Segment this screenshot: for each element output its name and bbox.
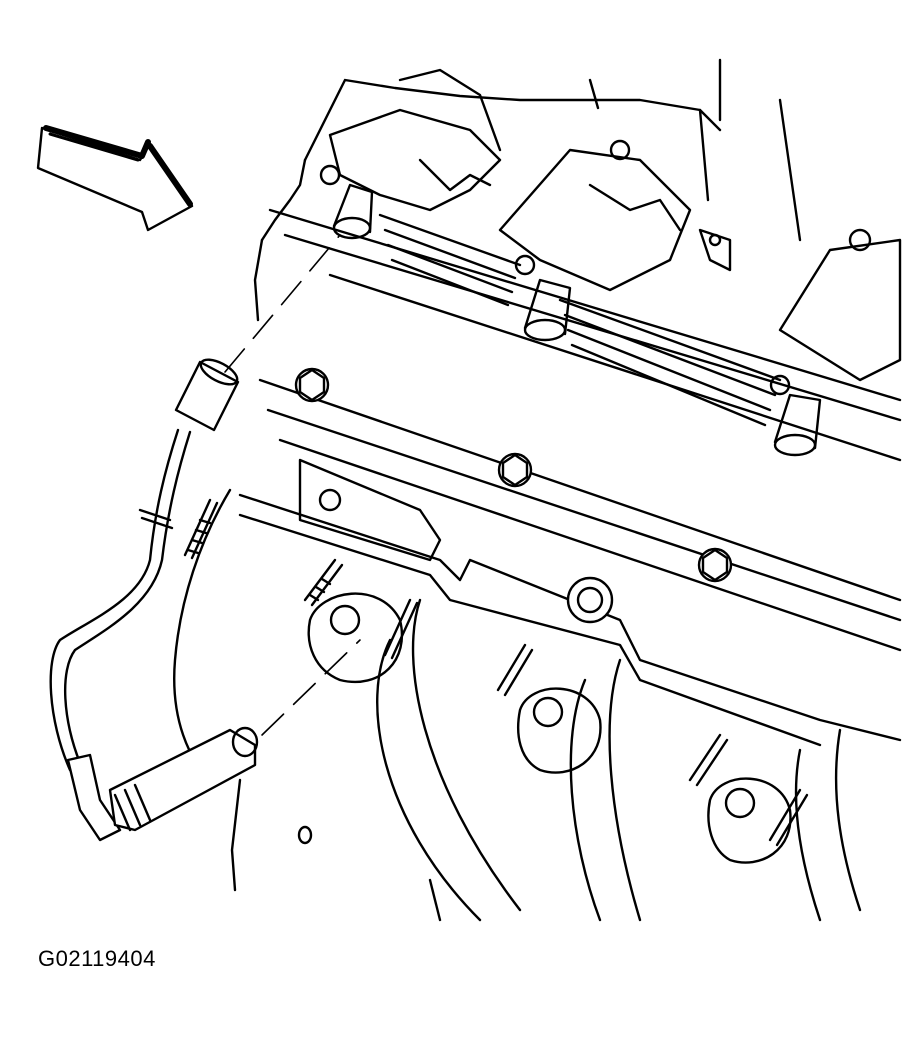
spark-plug-wire [49,358,259,842]
head-bolt [294,367,330,403]
ignition-coil-2 [498,139,732,342]
view-direction-arrow-icon [36,125,194,232]
manifold-stud [688,733,729,787]
manifold-stud [768,788,809,847]
ignition-coil-1 [319,68,502,240]
figure-code-label: G02119404 [38,946,156,971]
head-bolt [697,547,733,583]
manifold-stud [383,598,419,660]
exhaust-manifold [173,458,902,922]
ignition-coil-3 [769,228,902,457]
manifold-stud [183,498,219,560]
manifold-stud [303,558,344,607]
head-bolt [497,452,533,488]
cylinder-head [253,58,902,652]
manifold-stud [496,643,534,697]
engine-block [230,778,442,922]
leader-line [224,234,361,736]
